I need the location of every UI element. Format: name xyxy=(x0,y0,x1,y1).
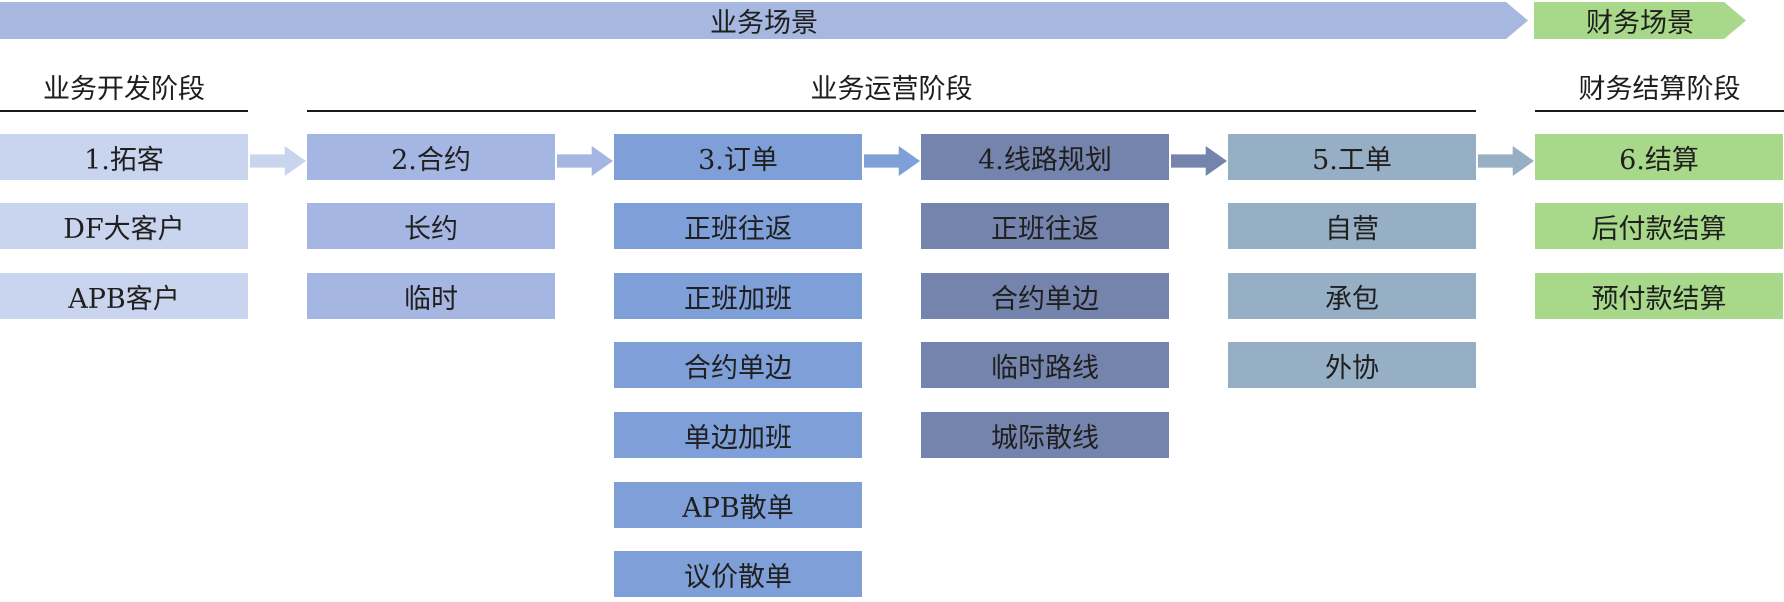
phase-operation-label: 业务运营阶段 xyxy=(810,73,973,105)
business-scene-label: 业务场景 xyxy=(710,8,818,39)
order-item: 正班往返 xyxy=(614,203,862,249)
flow-arrow-right-icon xyxy=(557,146,613,176)
phase-development-label: 业务开发阶段 xyxy=(43,73,205,105)
finance-scene-label: 财务场景 xyxy=(1586,8,1694,39)
order-item: 正班加班 xyxy=(614,273,862,319)
step-header-work-order: 5.工单 xyxy=(1228,134,1476,180)
contract-item: 临时 xyxy=(307,273,555,319)
work-order-item: 自营 xyxy=(1228,203,1476,249)
prospecting-item: DF大客户 xyxy=(0,203,248,249)
work-order-item: 承包 xyxy=(1228,273,1476,319)
settlement-item: 后付款结算 xyxy=(1535,203,1783,249)
order-item: 合约单边 xyxy=(614,342,862,388)
finance-scene-banner: 财务场景 xyxy=(1534,2,1746,39)
order-item: 单边加班 xyxy=(614,412,862,458)
work-order-item: 外协 xyxy=(1228,342,1476,388)
step-header-settlement: 6.结算 xyxy=(1535,134,1783,180)
step-header-contract: 2.合约 xyxy=(307,134,555,180)
contract-item: 长约 xyxy=(307,203,555,249)
route-planning-item: 正班往返 xyxy=(921,203,1169,249)
flow-arrow-right-icon xyxy=(250,146,306,176)
step-header-order: 3.订单 xyxy=(614,134,862,180)
phase-operation: 业务运营阶段 xyxy=(307,62,1476,112)
settlement-item: 预付款结算 xyxy=(1535,273,1783,319)
route-planning-item: 临时路线 xyxy=(921,342,1169,388)
phase-settlement: 财务结算阶段 xyxy=(1535,62,1784,112)
order-item: 议价散单 xyxy=(614,551,862,597)
order-item: APB散单 xyxy=(614,482,862,528)
phase-settlement-label: 财务结算阶段 xyxy=(1578,73,1741,105)
business-scene-banner: 业务场景 xyxy=(0,2,1528,39)
step-header-route-planning: 4.线路规划 xyxy=(921,134,1169,180)
route-planning-item: 合约单边 xyxy=(921,273,1169,319)
flow-arrow-right-icon xyxy=(864,146,920,176)
phase-development: 业务开发阶段 xyxy=(0,62,248,112)
prospecting-item: APB客户 xyxy=(0,273,248,319)
flow-arrow-right-icon xyxy=(1478,146,1534,176)
flow-arrow-right-icon xyxy=(1171,146,1227,176)
step-header-prospecting: 1.拓客 xyxy=(0,134,248,180)
route-planning-item: 城际散线 xyxy=(921,412,1169,458)
